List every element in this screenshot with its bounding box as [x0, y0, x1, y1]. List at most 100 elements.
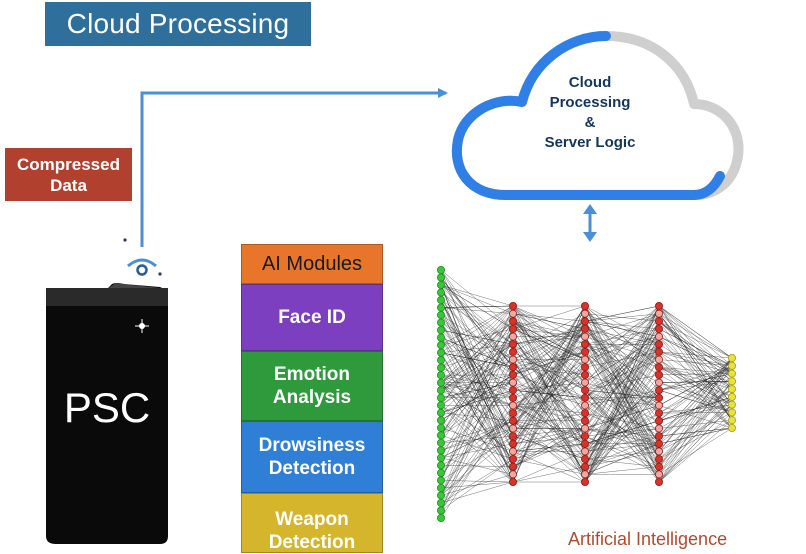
nn-node	[437, 477, 444, 484]
nn-edge	[585, 337, 659, 475]
ai-modules-header: AI Modules	[241, 244, 383, 284]
nn-edge	[585, 467, 659, 475]
nn-node	[509, 394, 516, 401]
module-drowsiness-detection: Drowsiness Detection	[241, 421, 383, 493]
nn-node	[655, 379, 662, 386]
nn-node	[437, 424, 444, 431]
nn-node	[437, 507, 444, 514]
nn-edge	[585, 413, 659, 444]
nn-edge	[513, 436, 585, 444]
nn-node	[437, 274, 444, 281]
nn-node	[437, 334, 444, 341]
nn-node	[509, 318, 516, 325]
nn-node	[655, 333, 662, 340]
nn-node	[509, 432, 516, 439]
nn-node	[581, 302, 588, 309]
nn-node	[655, 325, 662, 332]
nn-node	[655, 471, 662, 478]
module-face-id: Face ID	[241, 284, 383, 351]
module-weapon-detection: Weapon Detection	[241, 493, 383, 553]
nn-edge	[441, 420, 513, 482]
nn-node	[655, 371, 662, 378]
nn-node	[437, 462, 444, 469]
nn-node	[581, 364, 588, 371]
cloud-server-label: Cloud Processing & Server Logic	[520, 73, 660, 153]
nn-node	[509, 333, 516, 340]
nn-edge	[659, 381, 732, 482]
nn-node	[728, 354, 735, 361]
nn-node	[437, 409, 444, 416]
nn-node	[437, 372, 444, 379]
nn-edge	[441, 293, 513, 360]
nn-node	[728, 401, 735, 408]
nn-node	[437, 304, 444, 311]
nn-node	[728, 370, 735, 377]
nn-edge	[585, 306, 659, 321]
nn-node	[655, 478, 662, 485]
nn-node	[581, 325, 588, 332]
nn-edge	[513, 459, 585, 474]
nn-edge	[513, 444, 585, 452]
nn-edge	[513, 306, 585, 428]
nn-node	[581, 310, 588, 317]
nn-node	[509, 302, 516, 309]
nn-node	[655, 455, 662, 462]
nn-node	[437, 379, 444, 386]
nn-node	[437, 357, 444, 364]
nn-node	[437, 514, 444, 521]
nn-edge	[441, 285, 513, 314]
nn-node	[581, 463, 588, 470]
nn-node	[655, 410, 662, 417]
nn-edge	[659, 314, 732, 421]
nn-node	[581, 455, 588, 462]
nn-node	[509, 379, 516, 386]
nn-node	[437, 387, 444, 394]
nn-edge	[659, 381, 732, 466]
nn-edge	[585, 306, 659, 390]
nn-edge	[441, 458, 513, 474]
nn-node	[655, 417, 662, 424]
nn-node	[655, 402, 662, 409]
nn-node	[655, 387, 662, 394]
nn-node	[437, 454, 444, 461]
nn-node	[581, 425, 588, 432]
nn-node	[655, 302, 662, 309]
nn-node	[509, 478, 516, 485]
nn-node	[509, 410, 516, 417]
nn-node	[581, 402, 588, 409]
nn-node	[581, 379, 588, 386]
nn-node	[509, 364, 516, 371]
nn-node	[728, 362, 735, 369]
phone-label: PSC	[44, 383, 170, 433]
nn-edge	[441, 300, 513, 436]
nn-edge	[659, 314, 732, 374]
nn-node	[437, 319, 444, 326]
nn-node	[509, 471, 516, 478]
nn-node	[437, 492, 444, 499]
nn-node	[655, 364, 662, 371]
nn-node	[509, 448, 516, 455]
nn-node	[655, 432, 662, 439]
nn-node	[581, 341, 588, 348]
nn-edge	[659, 306, 732, 389]
nn-node	[437, 417, 444, 424]
nn-node	[728, 386, 735, 393]
nn-node	[437, 349, 444, 356]
nn-node	[509, 417, 516, 424]
nn-node	[655, 318, 662, 325]
nn-node	[437, 342, 444, 349]
nn-edge	[659, 321, 732, 358]
nn-node	[581, 471, 588, 478]
nn-node	[437, 484, 444, 491]
nn-edge	[659, 314, 732, 405]
upload-arrow	[142, 93, 446, 247]
nn-edge	[513, 367, 585, 405]
nn-node	[655, 341, 662, 348]
nn-node	[509, 341, 516, 348]
module-emotion-analysis: Emotion Analysis	[241, 351, 383, 421]
nn-node	[581, 333, 588, 340]
nn-node	[509, 425, 516, 432]
bidirectional-arrow-icon	[583, 204, 597, 242]
nn-node	[581, 432, 588, 439]
